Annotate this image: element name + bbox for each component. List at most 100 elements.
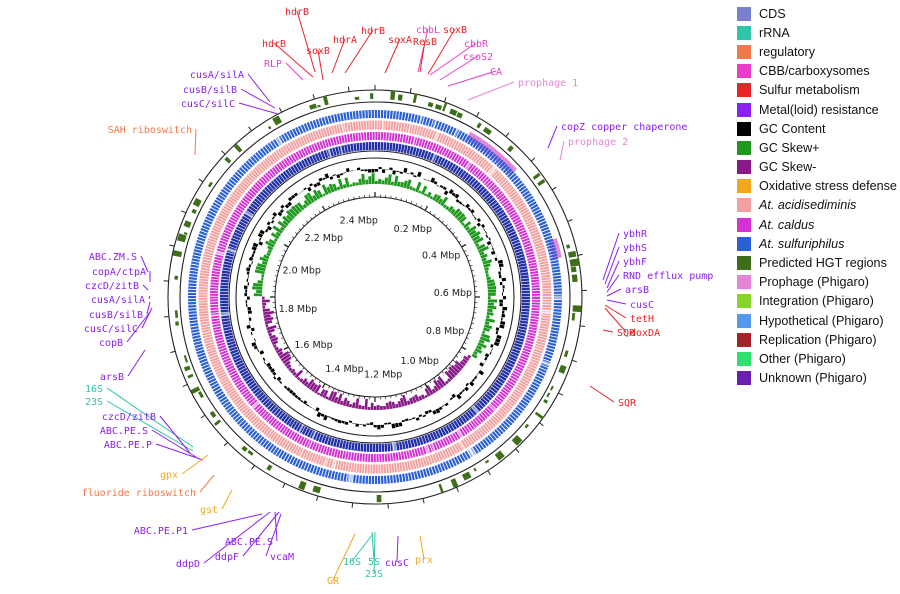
scale-tick	[342, 199, 345, 203]
annotation-label: 23S	[85, 397, 103, 408]
scale-tick	[469, 264, 473, 267]
gc-content-bar	[316, 411, 322, 418]
gc-skew-positive	[415, 181, 422, 193]
gc-skew-positive	[432, 193, 439, 201]
gc-content-bar	[498, 271, 501, 275]
gc-content-bar	[396, 170, 400, 173]
scale-tick	[429, 210, 432, 214]
tick-mark	[551, 186, 557, 191]
gc-skew-positive	[384, 177, 388, 185]
gc-content-bar	[417, 171, 422, 178]
gc-content-bar	[323, 414, 328, 421]
gc-content-bar	[303, 187, 307, 191]
gc-content-bar	[495, 338, 501, 343]
gc-skew-negative	[272, 344, 277, 348]
gc-skew-negative	[311, 384, 318, 392]
ring-gap	[214, 250, 226, 257]
ring-gap	[466, 447, 476, 459]
annotation-label: ABC.PE.P1	[134, 526, 188, 537]
gc-content-bar	[377, 424, 381, 430]
annotation-leader	[247, 73, 271, 103]
scale-tick	[332, 388, 335, 391]
tick-mark	[505, 132, 510, 137]
annotation-label: GR	[327, 576, 340, 587]
gc-content-bar	[449, 397, 454, 401]
gc-content-bar	[500, 320, 506, 326]
legend-label: Predicted HGT regions	[759, 256, 887, 271]
gc-skew-negative	[266, 325, 277, 331]
annotation-label: prx	[415, 555, 433, 566]
gc-skew-positive	[445, 205, 450, 211]
gc-content-bar	[253, 345, 258, 350]
annotation-label: cbbR	[464, 39, 489, 50]
legend-label: Replication (Phigaro)	[759, 332, 877, 347]
gc-skew-negative	[263, 310, 275, 316]
gc-content-bar	[418, 414, 423, 418]
annotation-leader	[371, 531, 375, 562]
scale-tick	[298, 363, 301, 366]
legend-swatch	[737, 332, 751, 347]
gc-skew-negative	[379, 405, 383, 410]
scale-tick	[314, 213, 317, 217]
annotation-label: cusC/silC	[181, 99, 235, 110]
gc-content-bar	[432, 410, 437, 415]
gc-content-bar	[270, 219, 275, 224]
gc-skew-negative	[397, 401, 402, 408]
gc-content-bar	[380, 424, 385, 428]
ring-gap	[552, 295, 563, 301]
legend-swatch	[737, 83, 751, 98]
gc-content-bar	[367, 169, 372, 173]
hgt-block	[183, 355, 189, 363]
gc-skew-positive	[375, 180, 378, 185]
gc-content-bar	[332, 174, 336, 177]
gc-content-bar	[364, 169, 368, 172]
gc-content-bar	[297, 396, 302, 401]
gc-skew-positive	[365, 179, 369, 185]
gc-skew-positive	[409, 185, 413, 191]
ring-gap	[250, 400, 261, 410]
scale-tick	[472, 275, 476, 277]
scale-tick	[437, 217, 440, 220]
scale-tick	[455, 236, 459, 239]
gc-content-bar	[294, 394, 299, 399]
gc-skew-positive	[483, 327, 490, 332]
scale-tick	[458, 351, 462, 354]
gc-content-bar	[307, 186, 312, 192]
annotation-leader	[140, 255, 149, 273]
gc-skew-positive	[288, 208, 298, 217]
annotation-label: ABC.ZM.S	[89, 252, 137, 263]
hgt-block	[567, 250, 577, 258]
ring-gap	[382, 120, 385, 131]
gc-skew-positive	[328, 183, 335, 193]
gc-skew-positive	[426, 191, 432, 198]
gc-skew-positive	[266, 252, 271, 257]
annotation-leader	[419, 535, 425, 560]
hgt-block	[309, 103, 317, 110]
gc-content-bar	[495, 330, 499, 335]
gc-content-bar	[266, 362, 271, 368]
gc-content-bar	[324, 173, 330, 179]
gc-content-bar	[378, 166, 382, 170]
annotation-label: prophage 1	[518, 78, 578, 89]
gc-content-bar	[447, 400, 451, 403]
gc-content-bar	[248, 264, 252, 268]
gc-content-bar	[436, 184, 440, 187]
gc-skew-positive	[342, 184, 347, 189]
hgt-block	[506, 145, 514, 153]
tick-mark	[409, 88, 412, 94]
ring-gap	[323, 456, 328, 467]
gc-skew-positive	[434, 194, 442, 203]
gc-skew-positive	[479, 251, 485, 256]
gc-skew-positive	[461, 222, 465, 226]
gc-content-bar	[290, 194, 296, 199]
gc-skew-positive	[303, 199, 310, 207]
hgt-block	[569, 258, 581, 267]
scale-tick	[295, 232, 298, 235]
annotation-label: SQR	[618, 398, 637, 409]
annotation-leader	[194, 128, 197, 156]
gc-content-bar	[385, 169, 389, 171]
legend-item: At. sulfuriphilus	[737, 234, 897, 253]
gc-content-bar	[494, 257, 498, 262]
ring-outline	[228, 150, 522, 444]
